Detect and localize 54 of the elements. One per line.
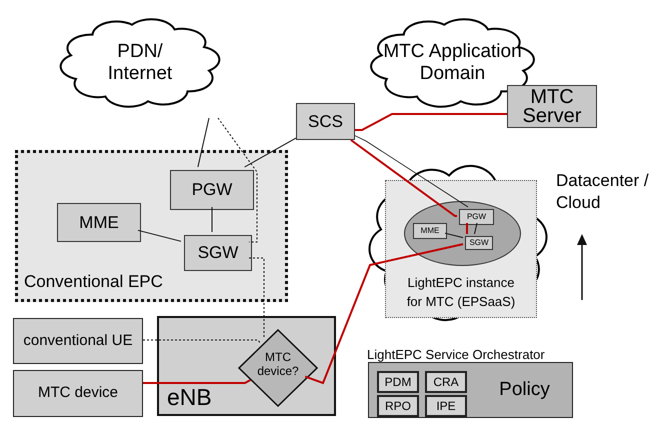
box-label: RPO	[384, 398, 411, 415]
connector-line	[244, 138, 296, 168]
connector-line	[474, 222, 478, 234]
box-label: CRA	[433, 374, 459, 391]
base-station-box	[157, 316, 336, 416]
dotted-line	[142, 340, 260, 344]
box-label: SGW	[469, 237, 489, 249]
policy-label: Policy	[499, 378, 550, 402]
instance-label: LightEPC instance for MTC (EPSaaS)	[406, 274, 516, 311]
dotted-line	[218, 118, 258, 242]
connector-line	[444, 232, 464, 238]
annotation-label: Datacenter / Cloud	[556, 170, 650, 214]
orchestrator-heading: LightEPC Service Orchestrator	[367, 347, 545, 362]
box-label: IPE	[436, 398, 456, 415]
connector-line	[354, 135, 468, 208]
box-label: PGW	[192, 179, 232, 202]
box-label: conventional UE	[23, 330, 133, 351]
server-box	[507, 85, 597, 128]
box-label: MME	[79, 212, 119, 234]
connector-line	[466, 223, 468, 234]
network-function-box	[57, 203, 141, 242]
box-label: MME	[420, 225, 440, 237]
module-box	[377, 371, 419, 393]
instance-panel	[385, 180, 537, 318]
network-function-box	[170, 170, 254, 210]
module-box	[425, 395, 467, 417]
network-function-box	[413, 223, 447, 239]
module-box	[377, 395, 419, 417]
base-station-label: eNB	[167, 384, 212, 410]
network-function-box	[296, 103, 355, 140]
box-label: SCS	[308, 110, 343, 133]
region-label: Conventional EPC	[24, 272, 163, 291]
dotted-line	[248, 258, 265, 339]
device-box	[13, 370, 143, 417]
cloud-label: MTC Application Domain	[382, 41, 523, 85]
connector-line	[143, 379, 251, 384]
network-function-box	[465, 236, 493, 250]
device-box	[13, 318, 143, 364]
core-network-region	[15, 150, 288, 302]
connector-line	[350, 139, 457, 217]
connector-line	[304, 243, 464, 384]
cloud-label: PDN/ Internet	[106, 41, 174, 85]
box-label: MTC device	[38, 383, 118, 404]
decision-label: MTC device?	[256, 350, 300, 378]
box-label: PGW	[466, 211, 486, 223]
connector-line	[138, 230, 182, 242]
box-label: PDM	[384, 374, 412, 391]
box-label: SGW	[198, 242, 238, 264]
network-function-box	[459, 209, 494, 225]
network-function-box	[184, 235, 252, 271]
box-label: MTC Server	[522, 88, 582, 126]
connector-line	[355, 113, 507, 131]
module-box	[425, 371, 467, 393]
decision-diamond	[238, 329, 318, 407]
